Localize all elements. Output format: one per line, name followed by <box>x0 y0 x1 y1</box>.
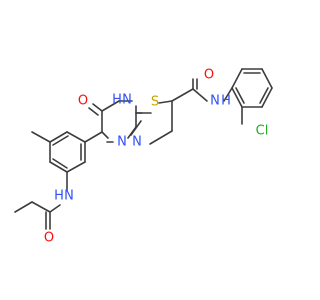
bond <box>49 161 68 173</box>
bond <box>92 103 103 112</box>
bond <box>31 201 51 213</box>
bond <box>66 161 86 173</box>
atom-oxygen-propanamide: O <box>44 231 54 246</box>
bond <box>235 87 245 104</box>
atom-hydrogen-ring-nh: H <box>112 93 122 108</box>
atom-labels: O H N S O N H N N Cl H N O <box>44 68 268 246</box>
bond <box>259 87 269 104</box>
bond <box>223 87 233 102</box>
bond <box>261 87 273 108</box>
bond <box>231 68 243 89</box>
atom-nitrogen-amide: N <box>210 94 220 109</box>
bond <box>101 100 120 112</box>
molecule-structure-diagram: O H N S O N H N N Cl H N O <box>14 68 273 246</box>
bond <box>231 87 243 108</box>
bond <box>49 204 61 213</box>
atom-oxygen-amide: O <box>204 68 214 83</box>
bond <box>88 107 99 116</box>
bond <box>171 88 194 102</box>
atom-nitrogen-anilide: N <box>64 189 74 204</box>
atom-hydrogen-amide: H <box>221 94 231 109</box>
bond <box>66 131 86 143</box>
bond <box>261 68 273 89</box>
bond <box>52 158 68 169</box>
bond <box>149 130 173 145</box>
bond <box>84 131 103 143</box>
atom-sulfur: S <box>151 95 159 110</box>
bond-lines <box>14 68 273 230</box>
bond <box>101 131 109 139</box>
atom-chlorine: Cl <box>256 124 269 139</box>
atom-hydrogen-anilide: H <box>54 189 64 204</box>
atom-oxygen-ketone: O <box>78 94 88 109</box>
bond <box>192 88 208 102</box>
bond <box>130 120 142 136</box>
bond <box>52 135 69 146</box>
bond <box>31 131 51 143</box>
bond <box>14 201 33 213</box>
atom-nitrogen-ring-1: N <box>117 135 127 150</box>
atom-nitrogen-ring-2: N <box>132 135 142 150</box>
atom-nitrogen-ring-nh: N <box>122 93 132 108</box>
bond <box>49 131 68 143</box>
bond <box>158 100 173 104</box>
